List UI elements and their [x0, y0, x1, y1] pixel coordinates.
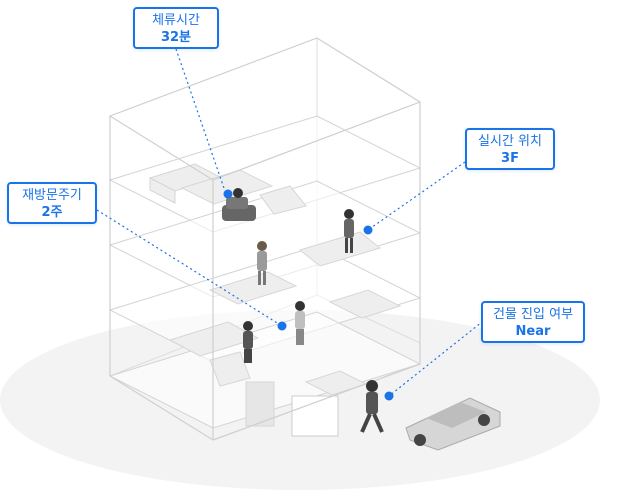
building-front-edges	[108, 37, 422, 441]
dwell-time-callout: 체류시간 32분	[133, 7, 219, 49]
furniture-block	[149, 177, 176, 204]
revisit-cycle-callout: 재방문주기 2주	[7, 182, 97, 224]
marker-revisit	[277, 321, 287, 331]
realtime-location-callout: 실시간 위치 3F	[465, 128, 555, 170]
leader-lines	[96, 48, 488, 397]
building-entry-label: 건물 진입 여부	[493, 307, 574, 322]
furniture-block	[168, 321, 260, 357]
leader-revisit	[96, 209, 283, 327]
marker-floor	[363, 225, 373, 235]
revisit-cycle-value: 2주	[41, 205, 63, 220]
furniture-block	[328, 289, 402, 319]
dwell-time-value: 32분	[160, 30, 192, 45]
person-woman-2	[295, 301, 305, 345]
furniture-block	[259, 185, 307, 215]
realtime-location-label: 실시간 위치	[478, 134, 542, 149]
furniture	[148, 163, 402, 437]
furniture-block	[208, 271, 298, 305]
furniture-block	[180, 169, 274, 205]
person-standing	[257, 241, 267, 285]
furniture-block	[209, 351, 251, 387]
person-walking	[360, 380, 384, 433]
person-phone	[344, 209, 354, 253]
revisit-cycle-label: 재방문주기	[22, 188, 82, 203]
leader-dwell	[175, 48, 227, 195]
people	[222, 188, 384, 433]
dwell-time-label: 체류시간	[152, 13, 200, 28]
building-entry-callout: 건물 진입 여부 Near	[481, 301, 585, 343]
building-entry-value: Near	[515, 324, 551, 339]
car	[405, 397, 501, 451]
floor-slabs	[108, 115, 422, 429]
box-stack	[245, 381, 275, 427]
person-seated	[222, 188, 256, 221]
marker-dwell	[223, 189, 233, 199]
furniture-block	[298, 231, 382, 267]
marker-entry	[384, 391, 394, 401]
realtime-location-value: 3F	[501, 151, 519, 166]
person-woman	[243, 321, 253, 363]
location-markers	[223, 189, 394, 401]
leader-entry	[388, 317, 488, 397]
